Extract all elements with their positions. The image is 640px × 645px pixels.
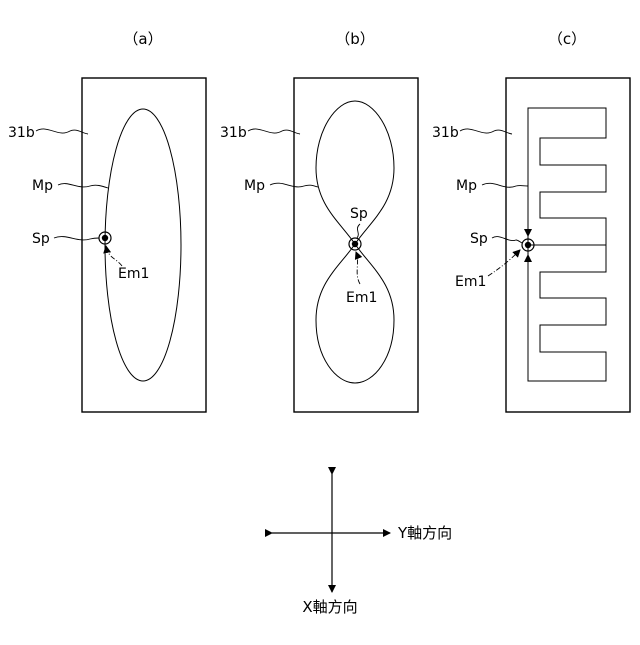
y-axis-label: Y軸方向 bbox=[397, 524, 452, 542]
panel-c-start-label: Sp bbox=[470, 231, 488, 247]
x-axis-label: X軸方向 bbox=[302, 598, 357, 616]
panel-c-start-leader bbox=[492, 237, 522, 243]
panel-b-title: （b） bbox=[335, 30, 375, 48]
axis-cross: Y軸方向 X軸方向 bbox=[272, 474, 452, 616]
panel-a-emitter-label: Em1 bbox=[118, 266, 149, 282]
panel-a-path-ellipse bbox=[105, 109, 181, 381]
panel-a: （a） 31b Mp Sp Em1 bbox=[8, 30, 206, 412]
panel-c: （c） 31b Mp Sp Em1 bbox=[432, 30, 630, 412]
panel-a-start-leader bbox=[54, 237, 99, 240]
panel-b-path-label: Mp bbox=[244, 178, 265, 194]
panel-a-path-leader bbox=[58, 184, 108, 188]
panel-c-emitter-label: Em1 bbox=[455, 274, 486, 290]
panel-a-plate bbox=[82, 78, 206, 412]
panel-b-path-lower-lobe bbox=[316, 244, 394, 383]
panel-b-start-point-dot bbox=[352, 241, 358, 247]
panel-a-plate-leader bbox=[36, 129, 88, 134]
panel-c-path-label: Mp bbox=[456, 178, 477, 194]
panel-c-path-leader bbox=[482, 183, 528, 187]
panel-a-start-point-dot bbox=[102, 235, 108, 241]
panel-a-plate-label: 31b bbox=[8, 125, 35, 141]
panel-b-path-upper-lobe bbox=[316, 101, 394, 244]
panel-c-emitter-arrow bbox=[488, 250, 520, 276]
panel-b: （b） 31b Mp Sp Em1 bbox=[220, 30, 418, 412]
panel-c-plate-label: 31b bbox=[432, 125, 459, 141]
panel-b-start-label: Sp bbox=[350, 206, 368, 222]
panel-b-emitter-label: Em1 bbox=[346, 290, 377, 306]
panel-a-emitter-arrow bbox=[106, 246, 122, 266]
panel-b-emitter-arrow bbox=[356, 252, 360, 284]
panel-a-start-label: Sp bbox=[32, 231, 50, 247]
panel-a-path-label: Mp bbox=[32, 178, 53, 194]
panel-b-plate-leader bbox=[248, 129, 300, 134]
panel-a-title: （a） bbox=[123, 30, 162, 48]
panel-b-start-leader bbox=[357, 224, 360, 238]
panel-c-plate-leader bbox=[460, 129, 512, 134]
panel-b-plate-label: 31b bbox=[220, 125, 247, 141]
panel-c-title: （c） bbox=[548, 30, 586, 48]
panel-c-start-point-dot bbox=[525, 242, 531, 248]
